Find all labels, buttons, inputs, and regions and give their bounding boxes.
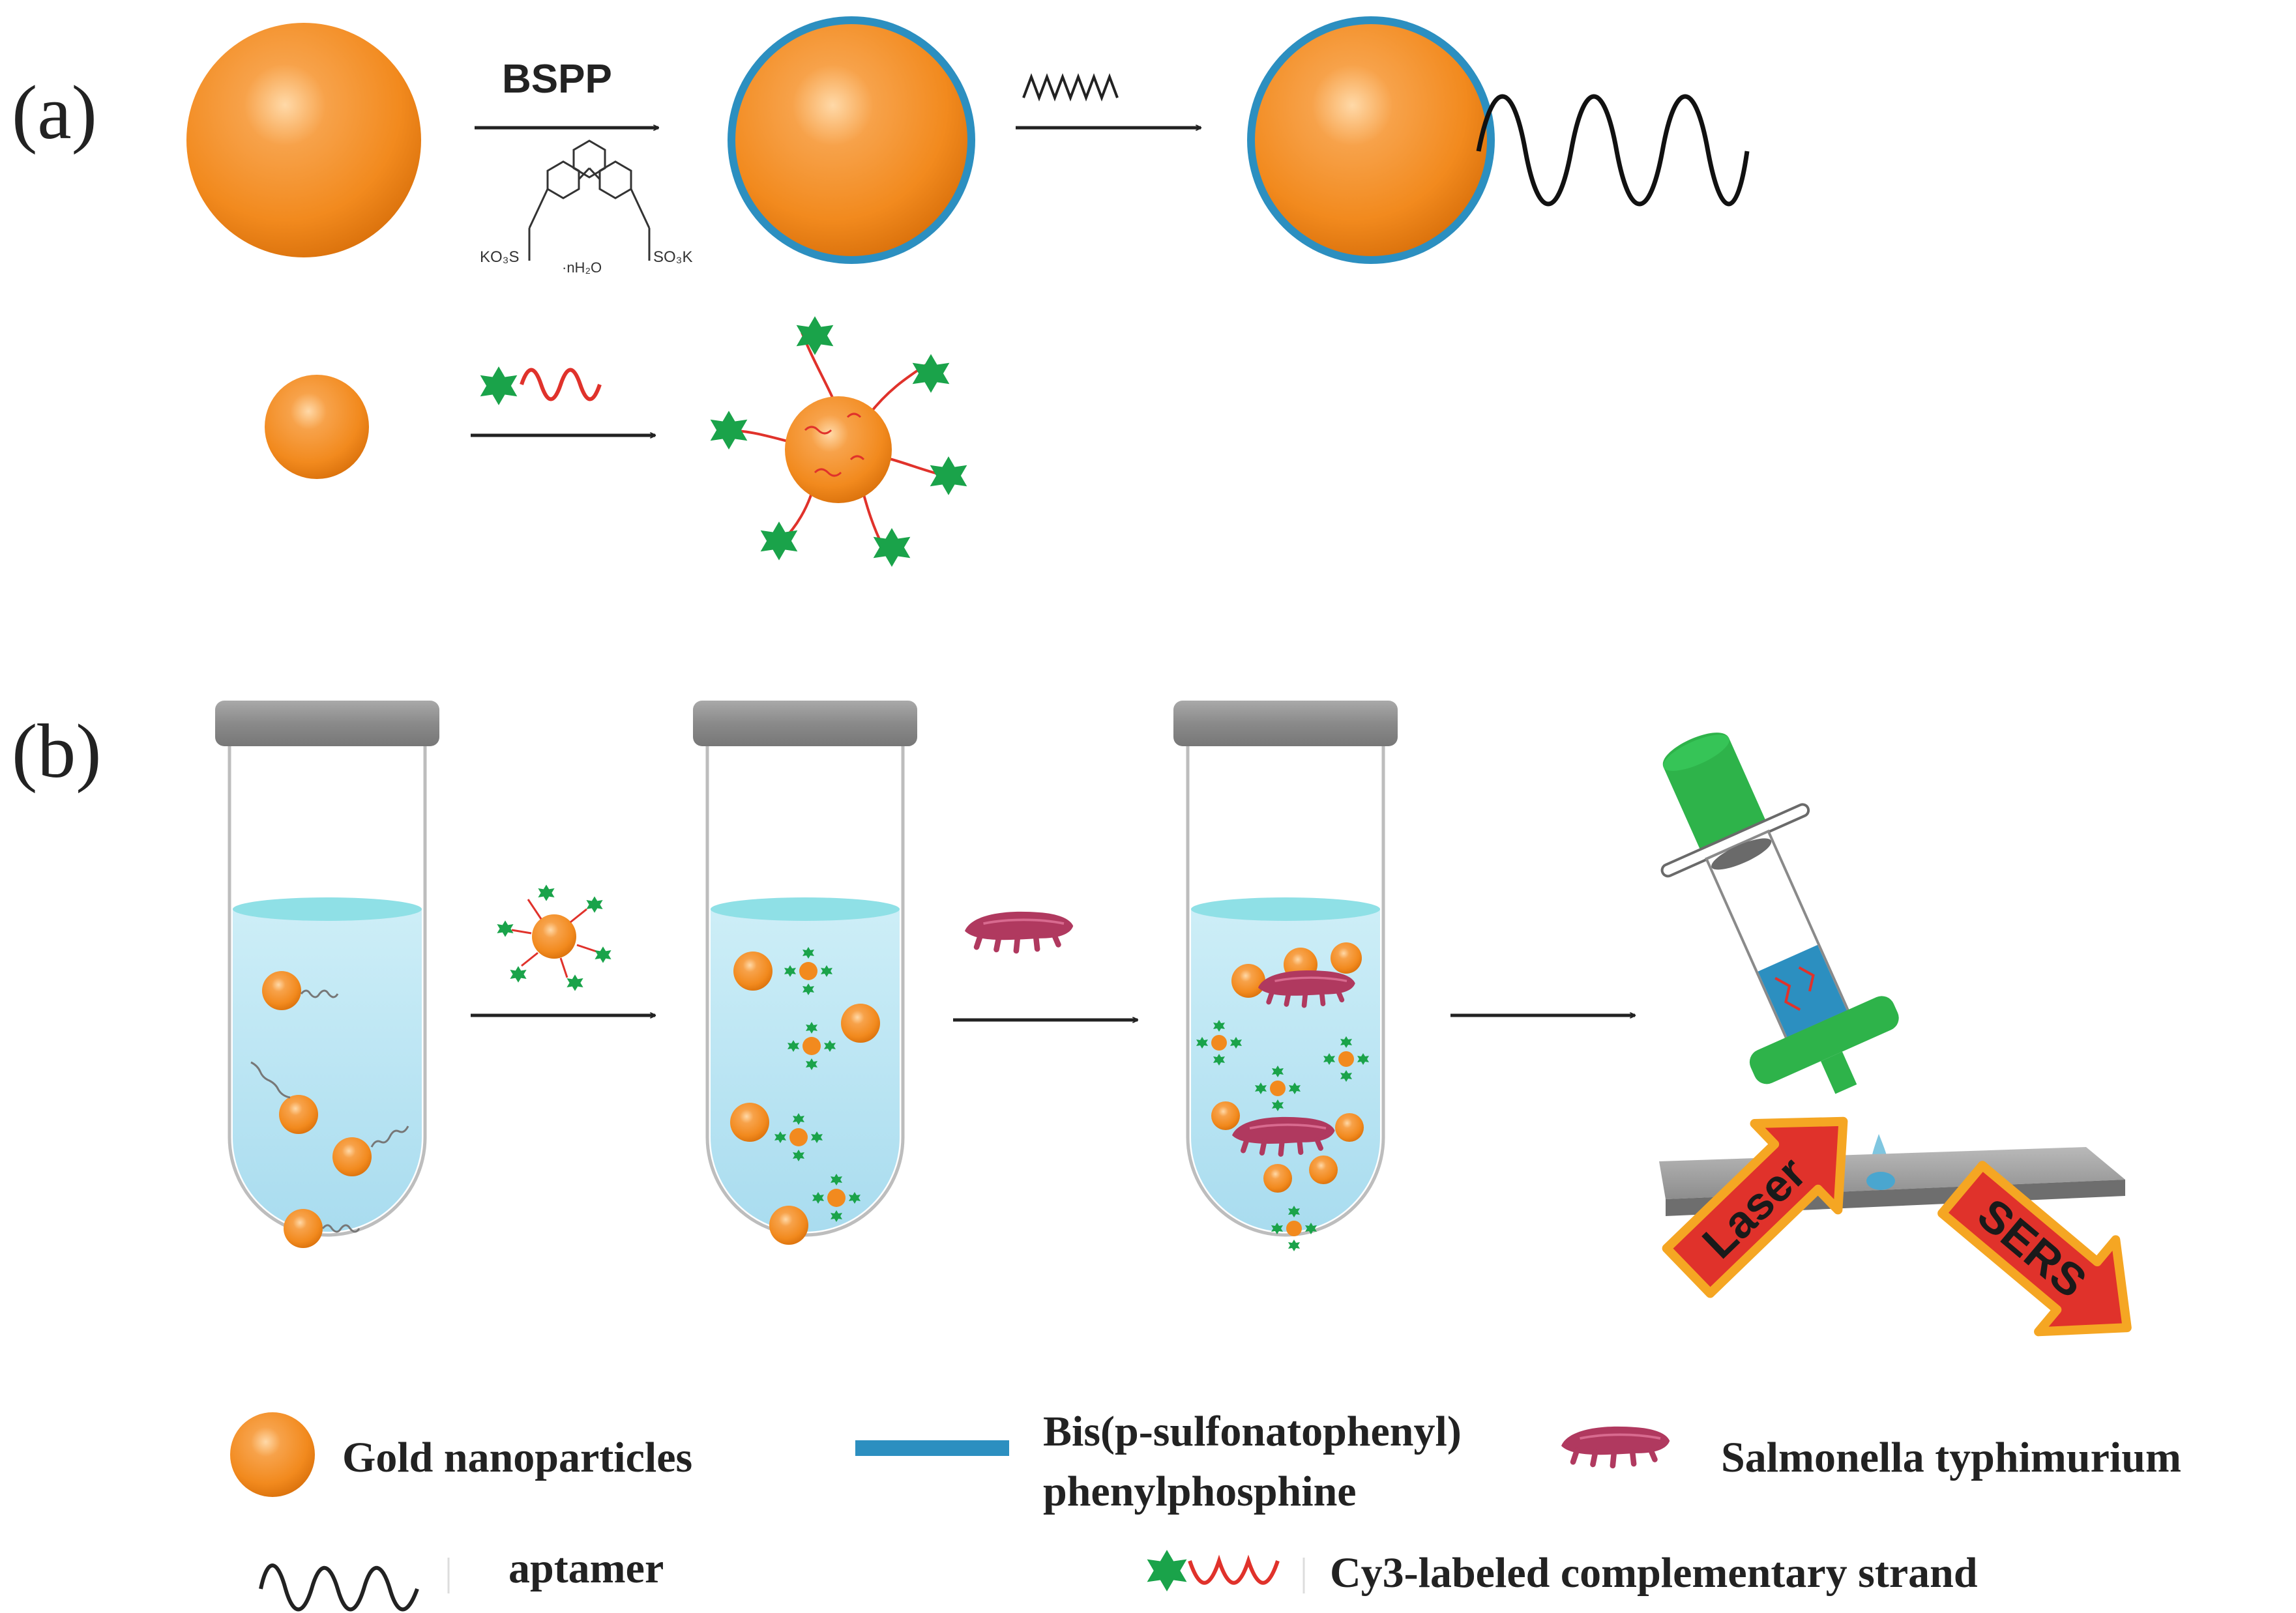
legend-bspp-text-1: Bis(p-sulfonatophenyl)	[1043, 1408, 1462, 1455]
bspp-structure-icon	[528, 139, 651, 261]
legend-bacterium-icon	[1561, 1427, 1670, 1466]
legend-gold-text: Gold nanoparticles	[342, 1434, 692, 1481]
panel-a-label: (a)	[12, 70, 97, 155]
gold-nanoparticle-aptamer	[1255, 24, 1487, 256]
legend-salmonella-text: Salmonella typhimurium	[1721, 1434, 2181, 1481]
legend-cy3-text: Cy3-labeled complementary strand	[1330, 1549, 1978, 1597]
legend-gold-icon	[230, 1412, 315, 1497]
gold-nanoparticle-small	[265, 375, 369, 479]
gold-nanoparticle-large	[186, 23, 421, 257]
legend-bspp-text-2: phenylphosphine	[1043, 1468, 1357, 1515]
gold-nanoparticle-bspp	[735, 24, 967, 256]
legend-aptamer-text: aptamer	[508, 1545, 664, 1592]
aptamer-icon	[1022, 73, 1119, 102]
legend-cy3-strand-icon	[1188, 1554, 1280, 1585]
bacterium-icon	[965, 912, 1073, 951]
complementary-strand-icon	[520, 368, 602, 401]
formula-water: ·nH₂O	[562, 259, 602, 276]
formula-right: SO₃K	[653, 248, 692, 266]
panel-b-label: (b)	[12, 708, 102, 794]
cy3-gold-conjugate	[710, 316, 967, 567]
test-tube-3	[1173, 701, 1398, 1251]
conjugate-icon	[497, 884, 611, 991]
test-tube-1	[215, 701, 439, 1248]
legend: Gold nanoparticles Bis(p-sulfonatophenyl…	[230, 1408, 2181, 1612]
aptamer-strand	[1476, 94, 1750, 207]
formula-left: KO₃S	[480, 248, 519, 266]
test-tube-2	[693, 701, 917, 1245]
bspp-label: BSPP	[502, 57, 612, 102]
legend-cy3-star-icon	[1147, 1550, 1187, 1591]
syringe-filter	[1660, 733, 1899, 1094]
cy3-star-icon	[480, 366, 518, 405]
legend-aptamer-icon	[259, 1563, 419, 1612]
